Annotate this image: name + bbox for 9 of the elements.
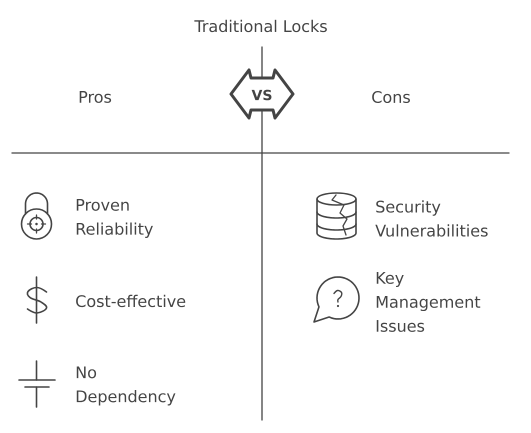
item-text: Proven Reliability bbox=[76, 199, 153, 238]
title: Traditional Locks bbox=[194, 20, 327, 32]
item-text: Key Management Issues bbox=[376, 272, 480, 332]
column-heading: Cons bbox=[372, 90, 410, 104]
item-text: Security Vulnerabilities bbox=[375, 200, 488, 237]
item-text: Cost-effective bbox=[76, 294, 186, 308]
item-text: No Dependency bbox=[76, 366, 176, 406]
column-heading: Pros bbox=[80, 91, 112, 103]
vs-badge: VS bbox=[230, 68, 294, 120]
